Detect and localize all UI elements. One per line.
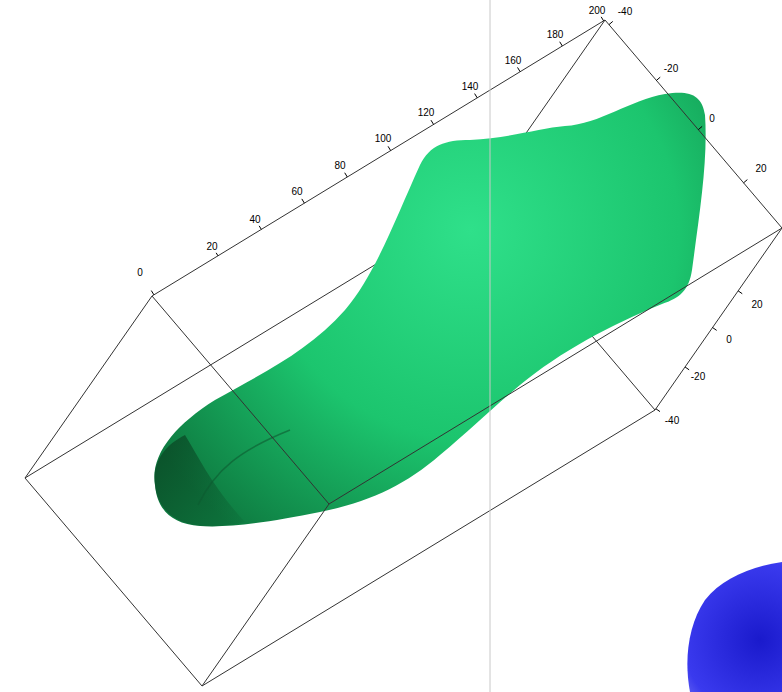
tick-mark [685,367,689,370]
box-edge [202,410,655,686]
tick-mark [713,328,717,331]
tick-mark [345,173,348,177]
box-edge [605,20,782,228]
tick-mark [560,42,563,46]
axis-tick-label: 60 [290,186,303,197]
axis-tick-label: 120 [417,107,436,118]
axis-tick-label: -20 [663,63,679,74]
box-front-edges [25,20,782,686]
axis-tick-label: 20 [205,241,218,252]
axis-tick-label: 0 [136,267,144,278]
axis-tick-label: 0 [725,334,733,345]
shoe-toe-shade [155,435,245,526]
tick-mark [216,253,218,256]
axis-tick-label: -40 [617,6,633,17]
box-edge [25,478,202,686]
box-edge [655,228,782,410]
tick-mark [388,146,391,150]
blue-object [687,562,782,692]
axis-tick-label: 0 [708,113,716,124]
axis-tick-label: 20 [750,299,763,310]
tick-mark [698,126,702,129]
tick-mark [475,94,478,98]
tick-mark [302,199,305,203]
tick-mark [601,17,603,21]
tick-mark [431,120,434,124]
cursor-line [490,0,491,692]
axis-tick-label: 80 [333,160,346,171]
axis-tick-label: 20 [754,163,767,174]
tick-mark [151,291,154,295]
axis-tick-label: -20 [690,371,706,382]
box-edge [152,20,605,296]
axis-tick-label: 200 [588,5,607,16]
tick-mark [259,226,261,230]
tick-marks [151,17,747,412]
box-edge [25,296,152,478]
tick-mark [738,291,742,294]
axis-tick-label: 140 [461,81,480,92]
box-edge [329,228,782,504]
axis-tick-label: 100 [374,133,393,144]
box-edge [202,504,329,686]
tick-mark [609,21,613,24]
tick-mark [744,180,748,183]
axis-tick-label: 160 [504,55,523,66]
axis-tick-label: -40 [664,415,680,426]
axis-tick-label: 180 [546,29,565,40]
tick-mark [518,67,521,71]
box-edge [152,296,329,504]
axis-tick-label: 40 [248,214,261,225]
tick-mark [656,409,660,412]
tick-mark [656,77,660,80]
shoe-last [154,93,705,527]
